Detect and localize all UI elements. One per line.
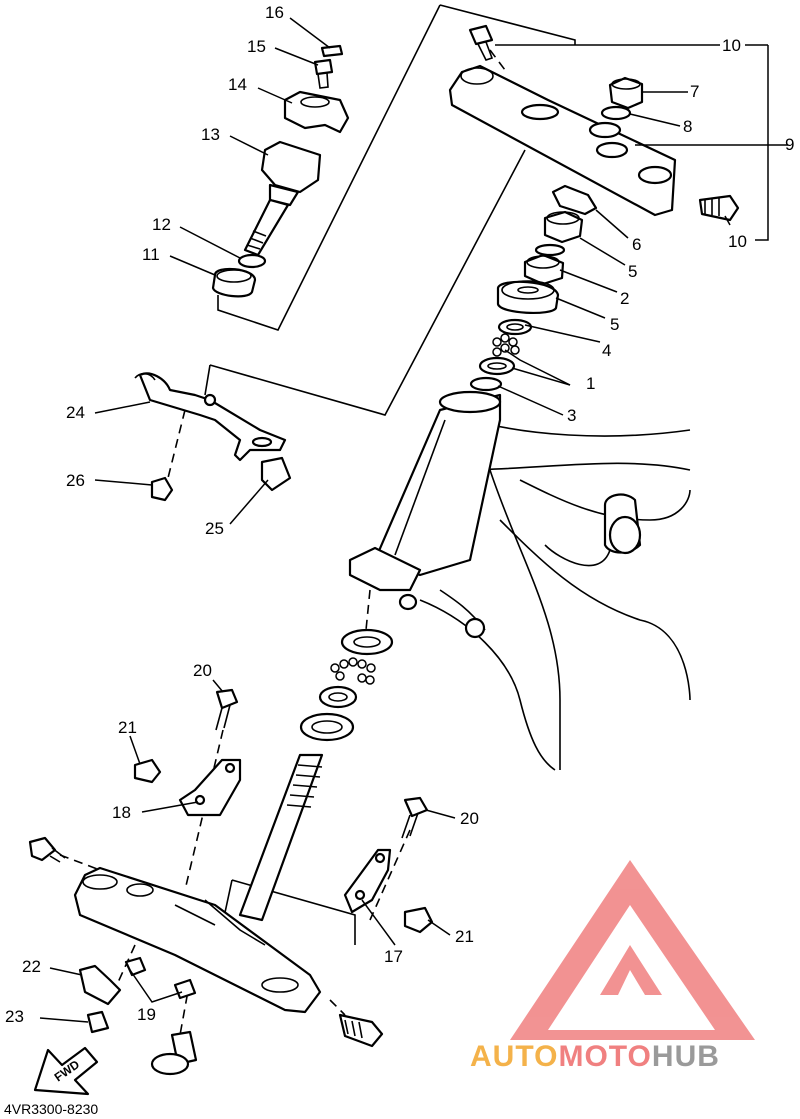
- callout-20-left: 20: [193, 661, 212, 680]
- seal-3: [469, 376, 503, 392]
- ring-nut-5a: [543, 210, 584, 244]
- callout-12: 12: [152, 215, 171, 234]
- upper-bracket-9: [448, 64, 677, 217]
- fwd-arrow: FWD: [33, 1046, 99, 1096]
- bracket-18: [178, 758, 242, 817]
- bolt-20b: [403, 796, 429, 818]
- callout-10-lower: 10: [728, 232, 747, 251]
- callout-19: 19: [137, 1005, 156, 1024]
- document-code: 4VR3300-8230: [4, 1101, 98, 1117]
- cable-guide-group: [134, 372, 292, 502]
- callout-20-right: 20: [460, 809, 479, 828]
- clip-26: [150, 476, 174, 502]
- callout-23: 23: [5, 1007, 24, 1026]
- callout-11: 11: [142, 245, 160, 264]
- nut-7: [608, 76, 644, 110]
- band-25: [260, 456, 292, 492]
- seal-lower: [299, 712, 355, 742]
- bearing-balls-lower: [330, 657, 376, 685]
- race-1: [478, 356, 516, 376]
- guide-22: [78, 964, 122, 1006]
- washer-12: [237, 253, 267, 269]
- callout-21-right: 21: [455, 927, 474, 946]
- holder-cap-14: [283, 90, 350, 134]
- clip-19a: [124, 956, 147, 977]
- callout-18: 18: [112, 803, 131, 822]
- stem-bottom-end: [150, 1052, 190, 1076]
- callout-5-upper: 5: [628, 262, 637, 281]
- lower-bolts: [28, 836, 384, 1048]
- callout-24: 24: [66, 403, 85, 422]
- handlebar-holder-group: [211, 44, 350, 298]
- callout-16: 16: [265, 3, 284, 22]
- brackets-17-18: [133, 688, 434, 934]
- callout-26: 26: [66, 471, 85, 490]
- callout-9: 9: [785, 135, 794, 154]
- washer-8: [600, 105, 632, 121]
- race-lower-b: [318, 685, 358, 709]
- lower-stem-group: [73, 628, 394, 1076]
- watermark-triangle: [510, 860, 755, 1040]
- steering-stack-group: [469, 184, 598, 392]
- bolt-20a: [215, 688, 239, 710]
- callout-4: 4: [602, 341, 611, 360]
- bolt-23: [86, 1010, 110, 1034]
- bolt-16: [320, 44, 344, 58]
- upper-bracket-group: [448, 24, 740, 222]
- callout-21-left: 21: [118, 718, 137, 737]
- watermark-hub: HUB: [652, 1040, 720, 1073]
- callout-1: 1: [586, 374, 595, 393]
- watermark-inner-mark: [600, 945, 662, 995]
- callout-25: 25: [205, 519, 224, 538]
- bearing-balls-upper: [492, 333, 520, 357]
- frame-outline: [398, 409, 691, 771]
- lock-washer-6: [551, 184, 598, 216]
- race-lower-a: [340, 628, 394, 656]
- callout-3: 3: [567, 406, 576, 425]
- watermark-logo: [510, 860, 755, 1040]
- clip-19b: [173, 978, 197, 1000]
- callout-labels: 16 15 14 13 12 11 10 7 8 9 10 6 5 2 5 4 …: [5, 3, 794, 1026]
- callout-2: 2: [620, 289, 629, 308]
- watermark-moto: MOTO: [558, 1040, 651, 1073]
- steering-stem-shaft: [238, 753, 324, 922]
- cable-guide-24: [138, 372, 287, 462]
- race-4: [497, 318, 533, 336]
- callout-7: 7: [690, 82, 699, 101]
- callout-5-lower: 5: [610, 315, 619, 334]
- lower-bracket: [73, 866, 322, 1014]
- watermark-text: AUTOMOTOHUB: [470, 1040, 720, 1073]
- washer-small: [534, 243, 566, 257]
- watermark-auto: AUTO: [470, 1040, 558, 1073]
- nut-2: [523, 253, 565, 286]
- callout-15: 15: [247, 37, 266, 56]
- head-pipe: [348, 390, 502, 592]
- callout-10-upper: 10: [722, 36, 741, 55]
- clip-21a: [133, 758, 162, 784]
- leader-lines: [39, 17, 788, 1023]
- callout-8: 8: [683, 117, 692, 136]
- bolt-lower-left: [28, 836, 57, 862]
- callout-14: 14: [228, 75, 247, 94]
- bolt-10-upper: [468, 24, 494, 46]
- callout-22: 22: [22, 957, 41, 976]
- holder-13: [260, 140, 322, 194]
- clip-21b: [403, 906, 434, 934]
- callout-6: 6: [632, 235, 641, 254]
- callout-17: 17: [384, 947, 403, 966]
- callout-13: 13: [201, 125, 220, 144]
